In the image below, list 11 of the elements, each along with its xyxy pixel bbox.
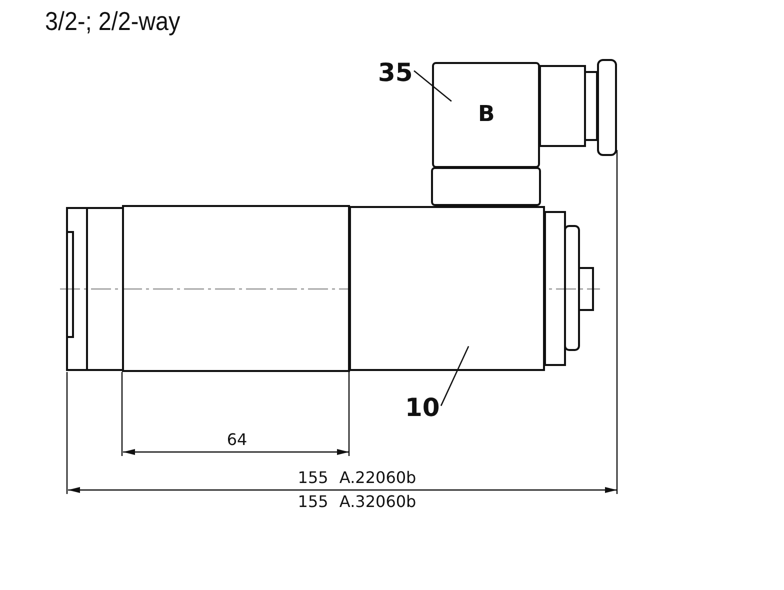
- coil-body: [349, 206, 545, 371]
- dimension-value: 64: [226, 430, 248, 449]
- port-letter: B: [478, 102, 495, 127]
- callout-number: 35: [378, 58, 414, 90]
- dimension-value: 155 A.22060b: [296, 468, 418, 487]
- callout-number: 10: [405, 393, 441, 425]
- connector-housing: [432, 62, 540, 168]
- title: 3/2-; 2/2-way: [45, 6, 180, 37]
- leader-line: [440, 346, 470, 406]
- leader-line: [414, 70, 452, 102]
- dimension-value: 155 A.32060b: [296, 492, 418, 511]
